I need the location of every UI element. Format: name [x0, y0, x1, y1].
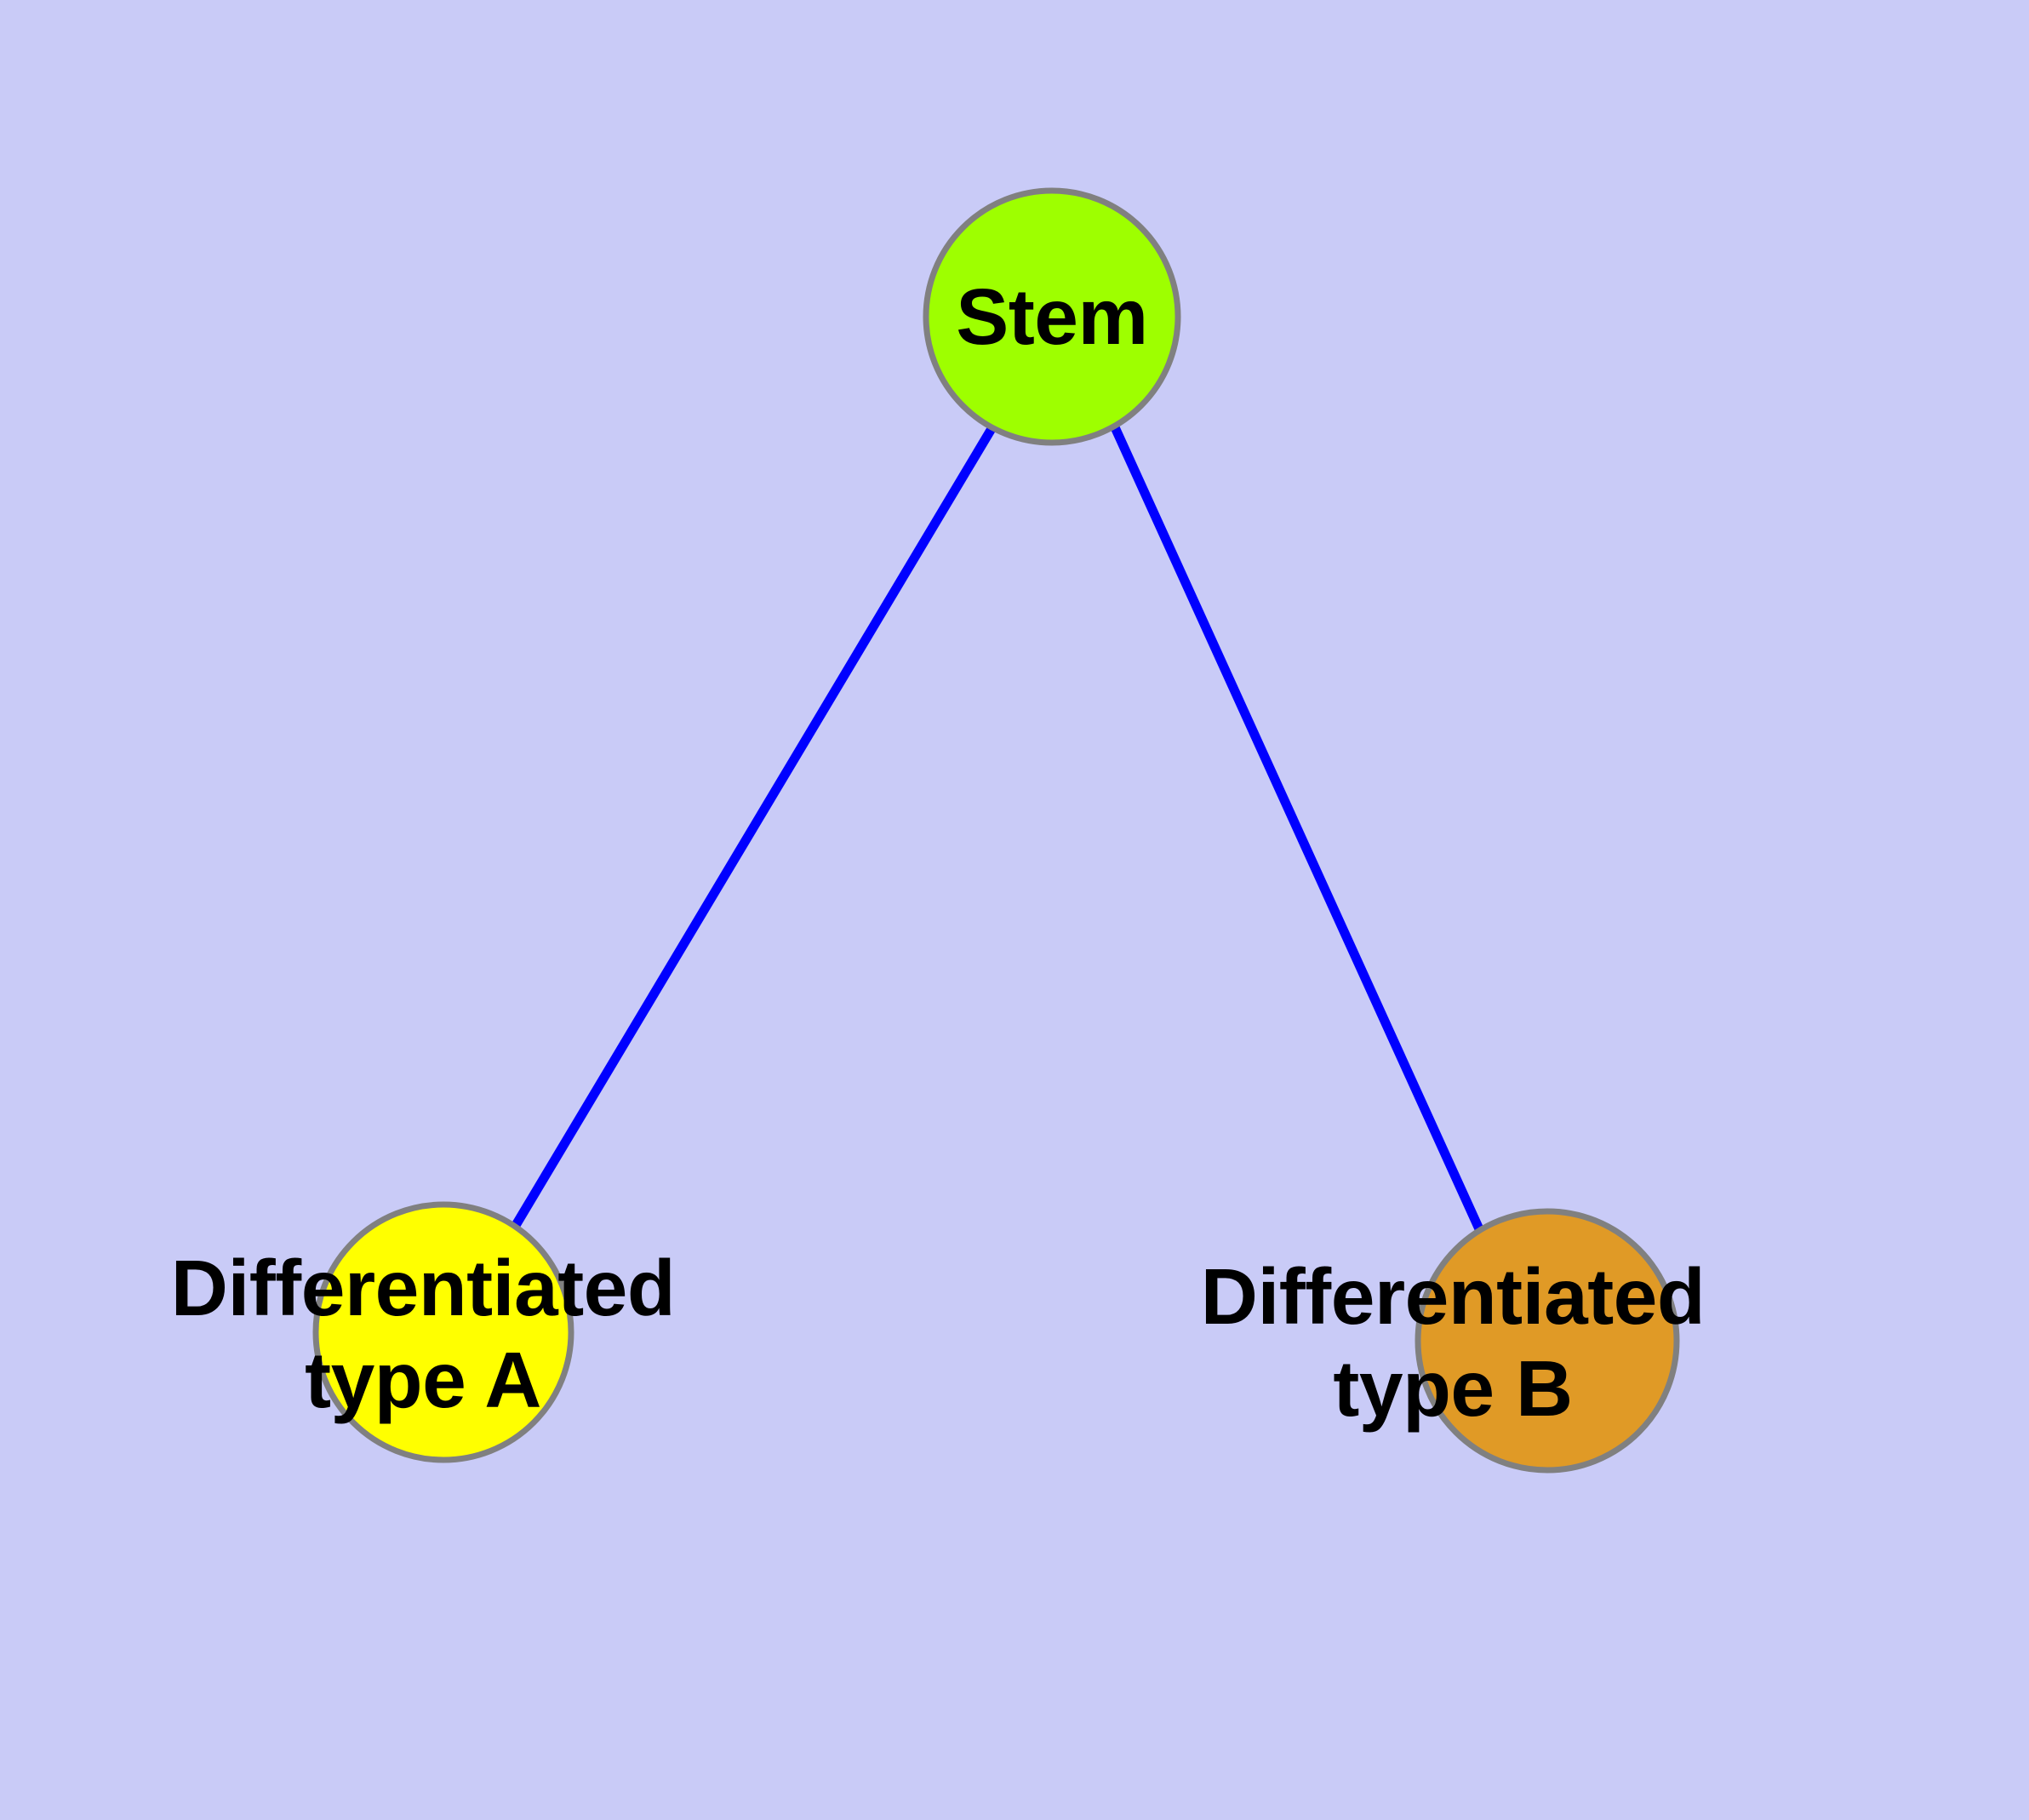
node-circle-stem[interactable] — [923, 187, 1181, 446]
node-circle-diff_a[interactable] — [312, 1201, 574, 1463]
node-layer — [312, 187, 1680, 1474]
node-circle-diff_b[interactable] — [1415, 1208, 1680, 1474]
edge-stem-to-diff_a[interactable] — [511, 425, 997, 1229]
edge-layer — [511, 425, 1485, 1233]
edge-stem-to-diff_b[interactable] — [1110, 425, 1485, 1233]
